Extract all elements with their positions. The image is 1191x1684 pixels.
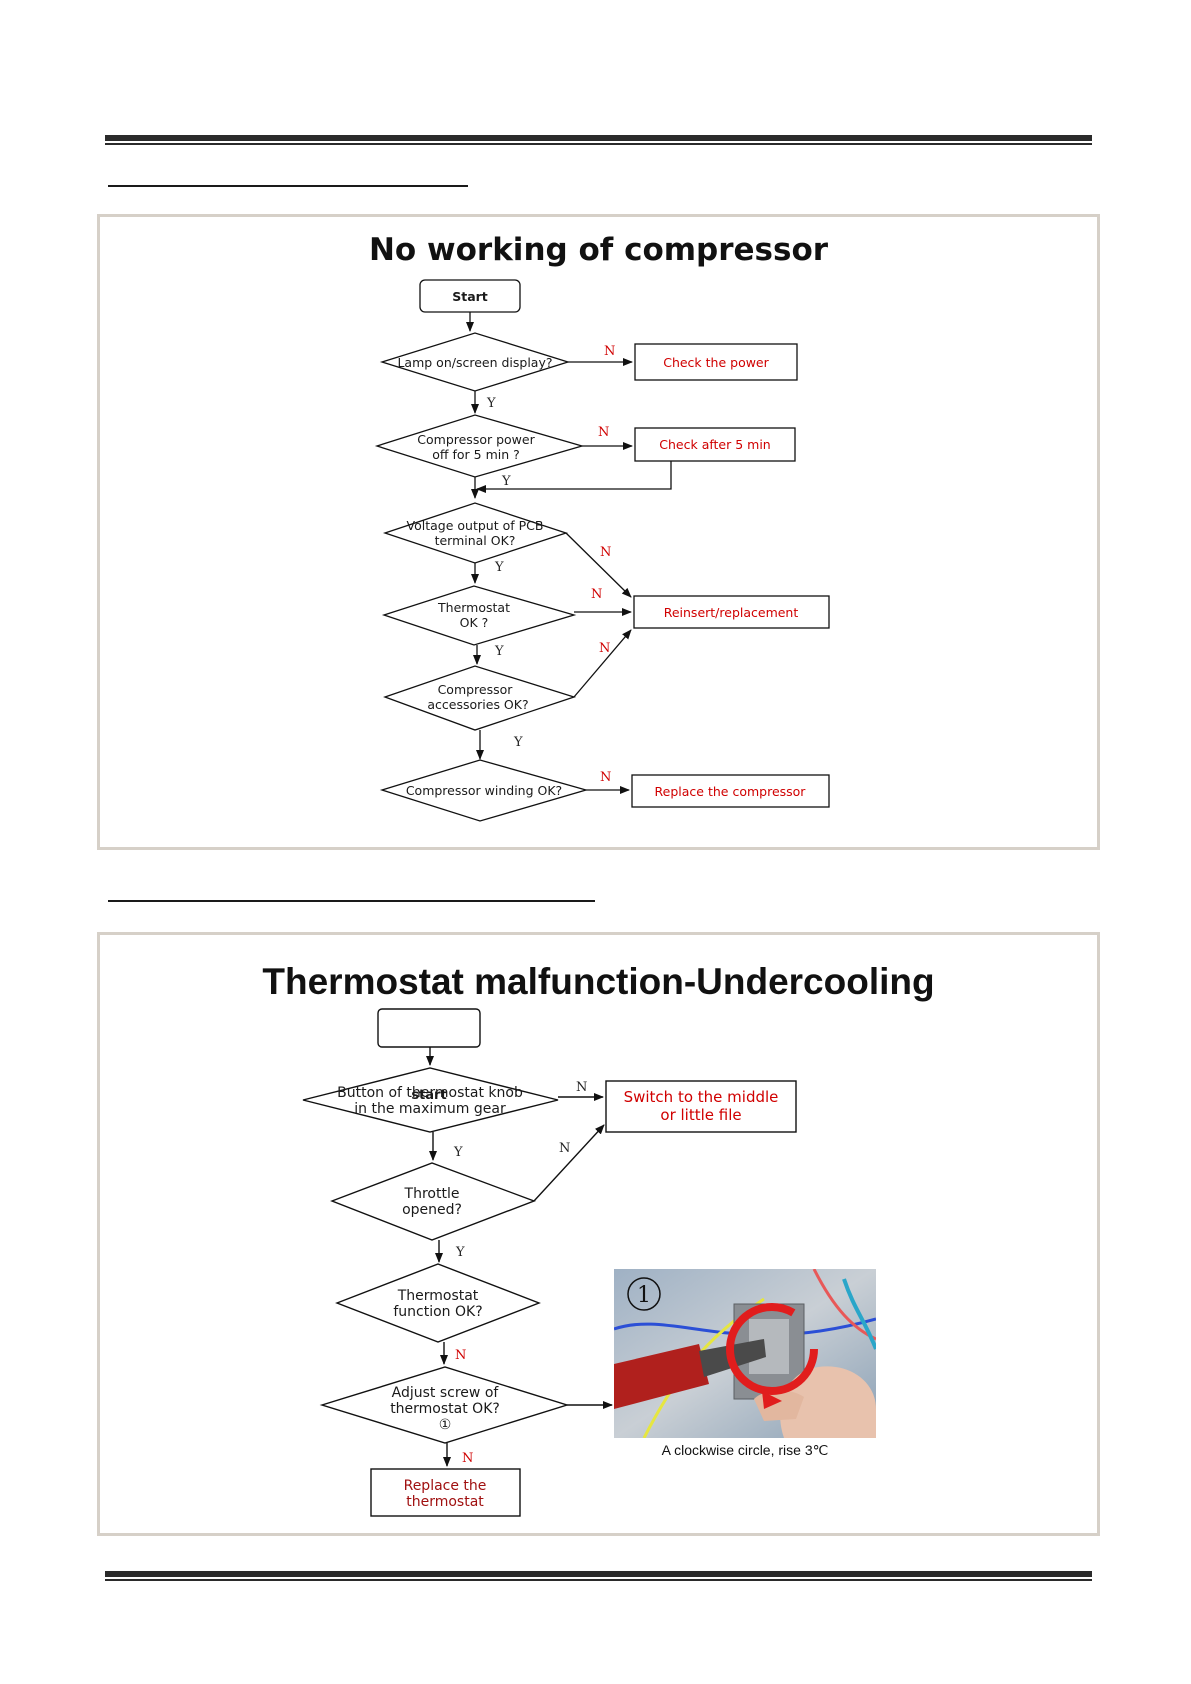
decision-thermostat-label-1: Thermostat	[437, 600, 510, 615]
flowchart-panel-thermostat: Thermostat malfunction-Undercooling	[97, 932, 1100, 1536]
edge-label-n: N	[455, 1348, 466, 1363]
decision-voltage-label-2: terminal OK?	[435, 533, 516, 548]
edge-label-y: Y	[453, 1145, 463, 1160]
decision-power-off-label-1: Compressor power	[417, 432, 535, 447]
decision-voltage-label-1: Voltage output of PCB	[407, 518, 544, 533]
decision-adjust-label-2: thermostat OK?	[390, 1401, 500, 1417]
decision-winding-label: Compressor winding OK?	[406, 783, 562, 798]
header-rule	[105, 135, 1092, 145]
decision-accessories-label-1: Compressor	[438, 682, 514, 697]
edge-label-n: N	[559, 1141, 570, 1156]
decision-accessories-label-2: accessories OK?	[427, 697, 528, 712]
edge-label-n: N	[576, 1080, 587, 1095]
flowchart-title: No working of compressor	[368, 232, 829, 268]
edge-label-y: Y	[501, 474, 511, 489]
decision-adjust-label-1: Adjust screw of	[392, 1385, 500, 1401]
edge-label-n: N	[591, 587, 602, 602]
edge-label-n: N	[600, 545, 611, 560]
action-check-after	[634, 427, 796, 462]
decision-knob-label-1: Button of thermostat knob	[337, 1085, 523, 1101]
action-check-after-label: Check after 5 min	[659, 437, 770, 452]
section-heading-line-2	[108, 900, 595, 902]
flowchart-title: Thermostat malfunction-Undercooling	[262, 961, 935, 1002]
action-replace-compressor-label: Replace the compressor	[655, 784, 807, 799]
edge-label-y: Y	[455, 1245, 465, 1260]
decision-throttle-label-1: Throttle	[404, 1186, 460, 1202]
action-reinsert	[633, 595, 830, 629]
decision-power-off-label-2: off for 5 min ?	[432, 447, 520, 462]
edge-label-n: N	[598, 425, 609, 440]
action-replace-thermostat-label-2: thermostat	[406, 1494, 484, 1510]
start-node	[377, 1008, 481, 1048]
section-heading-line-1	[108, 185, 468, 187]
action-check-power-label: Check the power	[663, 355, 769, 370]
flowchart-compressor: Start Lamp on/screen display? Check the …	[374, 279, 830, 822]
decision-function	[335, 1263, 541, 1343]
start-label: Start	[452, 289, 488, 304]
start-label: start	[411, 1088, 446, 1103]
edge-label-y: Y	[513, 735, 523, 750]
action-reinsert-label: Reinsert/replacement	[664, 605, 799, 620]
photo-marker: 1	[637, 1283, 651, 1308]
flowchart-thermostat: start Button of thermostat knob in the m…	[302, 1008, 797, 1517]
action-switch-label-1: Switch to the middle	[624, 1088, 779, 1106]
decision-adjust-marker: ①	[439, 1417, 452, 1433]
edge-label-y: Y	[494, 560, 504, 575]
action-switch	[605, 1080, 797, 1133]
decision-thermostat	[381, 585, 577, 646]
decision-knob-label-2: in the maximum gear	[354, 1101, 506, 1117]
decision-lamp-label: Lamp on/screen display?	[397, 355, 552, 370]
flowchart-panel-compressor: No working of compressor	[97, 214, 1100, 850]
decision-function-label-2: function OK?	[393, 1304, 482, 1320]
edge-label-n: N	[599, 641, 610, 656]
edge-label-y: Y	[494, 644, 504, 659]
decision-knob	[302, 1067, 559, 1133]
edge-label-n: N	[462, 1451, 473, 1466]
edge-label-y: Y	[486, 396, 496, 411]
decision-thermostat-label-2: OK ?	[460, 615, 489, 630]
thermostat-adjust-photo: 1	[614, 1269, 876, 1438]
decision-function-label-1: Thermostat	[397, 1288, 479, 1304]
decision-throttle-label-2: opened?	[402, 1202, 462, 1218]
photo-caption: A clockwise circle, rise 3℃	[661, 1442, 829, 1458]
footer-rule	[105, 1571, 1092, 1581]
action-replace-thermostat-label-1: Replace the	[404, 1478, 487, 1494]
edge-label-n: N	[600, 770, 611, 785]
action-switch-label-2: or little file	[660, 1106, 741, 1124]
action-check-power	[634, 343, 798, 381]
action-replace-thermostat	[370, 1468, 521, 1517]
action-replace-compressor	[631, 774, 830, 808]
edge-label-n: N	[604, 344, 615, 359]
